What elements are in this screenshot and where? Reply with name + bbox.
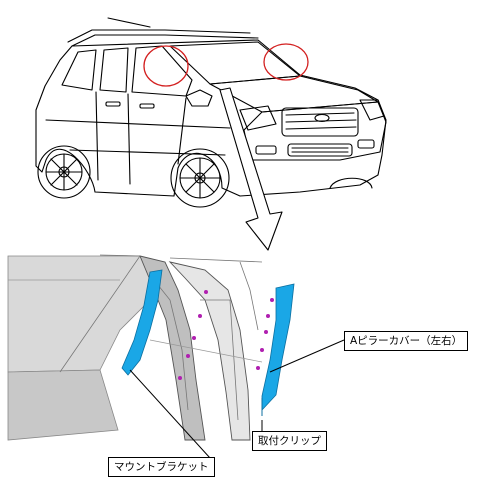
door-seam-mid (127, 93, 131, 185)
headlight-right (359, 99, 385, 121)
door-handle-front (139, 103, 155, 109)
clip-markers (178, 290, 274, 380)
door-trim (7, 369, 119, 441)
leader-a-pillar-cover (269, 339, 345, 373)
mount-bracket-part (121, 269, 163, 376)
front-wheel-far (329, 177, 373, 189)
a-pillar-structure (139, 255, 206, 441)
roof-rail (67, 29, 251, 43)
door-handle-rear (105, 101, 121, 107)
front-door-window (131, 45, 193, 97)
rear-side-window (61, 49, 97, 91)
interior-detail (7, 254, 295, 441)
label-a-pillar-cover: Aピラーカバー（左右） (344, 331, 469, 351)
frame-line (200, 299, 239, 421)
rear-wheel (37, 145, 91, 199)
front-wheel (170, 148, 230, 208)
door-frame (168, 261, 251, 441)
brand-emblem (314, 113, 330, 123)
callout-leaders (129, 339, 345, 459)
fog-lamp-right (357, 139, 375, 149)
projection-line (149, 339, 263, 363)
highlight-circle-left (143, 45, 189, 87)
lower-intake (287, 143, 353, 157)
body-crease (45, 119, 231, 129)
front-fascia (243, 101, 387, 161)
leader-mount-bracket (129, 369, 211, 459)
detail-arrow (219, 87, 283, 251)
headlight-left (239, 105, 277, 131)
a-pillar-cover-part (261, 283, 295, 412)
body-outline (35, 39, 387, 197)
intake-bars (291, 147, 349, 153)
label-mounting-clip: 取付クリップ (252, 431, 327, 451)
label-mount-bracket: マウントブラケット (108, 457, 215, 477)
door-seam-rear (95, 91, 99, 181)
highlight-circle-right (263, 43, 309, 81)
roof-edge (169, 257, 263, 263)
side-mirror (185, 89, 213, 107)
rear-door-window (99, 47, 129, 93)
pointer-line (107, 17, 151, 28)
cover-guide-line (239, 261, 259, 331)
roof-line (71, 34, 259, 47)
rocker-line (69, 149, 226, 156)
grille (281, 107, 359, 137)
fog-lamp-left (255, 145, 277, 155)
vehicle-illustration (35, 17, 387, 208)
hood (209, 75, 379, 113)
windshield-edge (59, 254, 141, 373)
